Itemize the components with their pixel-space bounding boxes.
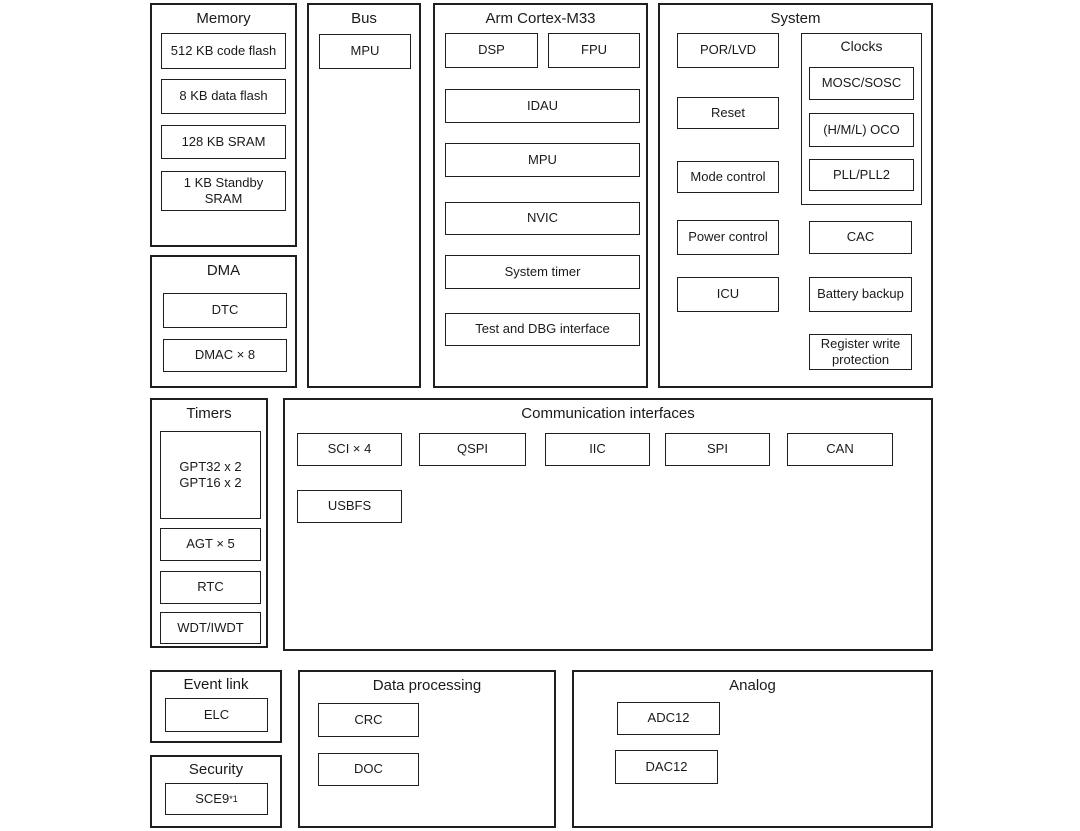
data-processing-title: Data processing — [372, 677, 482, 694]
dsp-box: DSP — [445, 33, 538, 68]
dma-block: DMA DTC DMAC × 8 — [150, 255, 297, 388]
idau-box: IDAU — [445, 89, 640, 123]
code-flash-box: 512 KB code flash — [161, 33, 286, 69]
icu-box: ICU — [677, 277, 779, 312]
security-block: Security SCE9*1 — [150, 755, 282, 828]
standby-sram-box: 1 KB Standby SRAM — [161, 171, 286, 211]
battery-backup-box: Battery backup — [809, 277, 912, 312]
analog-block: Analog ADC12 DAC12 — [572, 670, 933, 828]
cortex-mpu-box: MPU — [445, 143, 640, 177]
system-timer-box: System timer — [445, 255, 640, 289]
dtc-box: DTC — [163, 293, 287, 328]
dmac-box: DMAC × 8 — [163, 339, 287, 372]
oco-box: (H/M/L) OCO — [809, 113, 914, 147]
doc-box: DOC — [318, 753, 419, 786]
sce9-label: SCE9 — [195, 790, 230, 806]
mode-control-box: Mode control — [677, 161, 779, 193]
sce9-box: SCE9*1 — [165, 783, 268, 815]
timers-block: Timers GPT32 x 2 GPT16 x 2 AGT × 5 RTC W… — [150, 398, 268, 648]
test-dbg-interface-box: Test and DBG interface — [445, 313, 640, 346]
iic-box: IIC — [545, 433, 650, 466]
can-box: CAN — [787, 433, 893, 466]
event-link-title: Event link — [183, 676, 249, 693]
sce9-footnote-marker: *1 — [229, 793, 238, 804]
dma-title: DMA — [206, 262, 241, 279]
wdt-iwdt-box: WDT/IWDT — [160, 612, 261, 644]
cortex-m33-block: Arm Cortex-M33 DSP FPU IDAU MPU NVIC Sys… — [433, 3, 648, 388]
agt-box: AGT × 5 — [160, 528, 261, 561]
data-processing-block: Data processing CRC DOC — [298, 670, 556, 828]
data-flash-box: 8 KB data flash — [161, 79, 286, 114]
analog-title: Analog — [729, 677, 776, 694]
spi-box: SPI — [665, 433, 770, 466]
gpt-label: GPT32 x 2 GPT16 x 2 — [179, 458, 242, 490]
crc-box: CRC — [318, 703, 419, 737]
bus-block: Bus MPU — [307, 3, 421, 388]
mosc-sosc-box: MOSC/SOSC — [809, 67, 914, 100]
system-block: System POR/LVD Reset Mode control Power … — [658, 3, 933, 388]
por-lvd-box: POR/LVD — [677, 33, 779, 68]
reset-box: Reset — [677, 97, 779, 129]
usbfs-box: USBFS — [297, 490, 402, 523]
timers-title: Timers — [186, 405, 232, 422]
elc-box: ELC — [165, 698, 268, 732]
power-control-box: Power control — [677, 220, 779, 255]
fpu-box: FPU — [548, 33, 640, 68]
security-title: Security — [188, 761, 244, 778]
pll-box: PLL/PLL2 — [809, 159, 914, 191]
communication-interfaces-title: Communication interfaces — [521, 405, 695, 422]
dac12-box: DAC12 — [615, 750, 718, 784]
cortex-m33-title: Arm Cortex-M33 — [485, 10, 596, 27]
sram-box: 128 KB SRAM — [161, 125, 286, 159]
rtc-box: RTC — [160, 571, 261, 604]
event-link-block: Event link ELC — [150, 670, 282, 743]
gpt-box: GPT32 x 2 GPT16 x 2 — [160, 431, 261, 519]
memory-block: Memory 512 KB code flash 8 KB data flash… — [150, 3, 297, 247]
communication-interfaces-block: Communication interfaces SCI × 4 QSPI II… — [283, 398, 933, 651]
memory-title: Memory — [196, 10, 251, 27]
bus-title: Bus — [351, 10, 377, 27]
qspi-box: QSPI — [419, 433, 526, 466]
system-title: System — [770, 10, 821, 27]
bus-mpu-box: MPU — [319, 34, 411, 69]
clocks-title: Clocks — [840, 38, 883, 54]
clocks-subblock: Clocks MOSC/SOSC (H/M/L) OCO PLL/PLL2 — [801, 33, 922, 205]
cac-box: CAC — [809, 221, 912, 254]
sci-box: SCI × 4 — [297, 433, 402, 466]
nvic-box: NVIC — [445, 202, 640, 235]
register-write-protection-box: Register write protection — [809, 334, 912, 370]
adc12-box: ADC12 — [617, 702, 720, 735]
